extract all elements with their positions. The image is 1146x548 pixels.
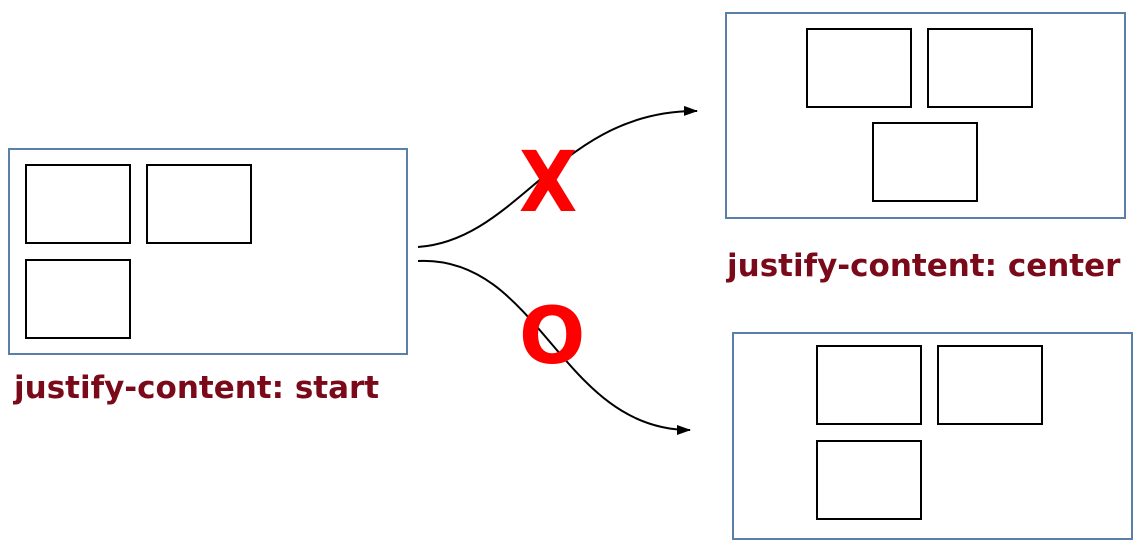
result-grid-container [732,332,1133,540]
centered-item-2 [927,28,1033,108]
grid-item-2 [146,164,252,244]
arrow-to-result [417,259,691,435]
label-justify-start: justify-content: start [14,370,380,406]
correct-mark: O [519,292,586,382]
grid-item-1 [25,164,131,244]
centered-item-1 [806,28,912,108]
result-item-1 [816,345,922,425]
arrow-to-center [417,105,698,248]
grid-item-3 [25,259,131,339]
label-justify-center: justify-content: center [727,248,1121,284]
result-item-3 [816,440,922,520]
source-grid-container [8,148,408,355]
centered-grid-container [725,12,1126,219]
result-item-2 [937,345,1043,425]
centered-item-3 [872,122,978,202]
wrong-mark: X [519,133,578,231]
